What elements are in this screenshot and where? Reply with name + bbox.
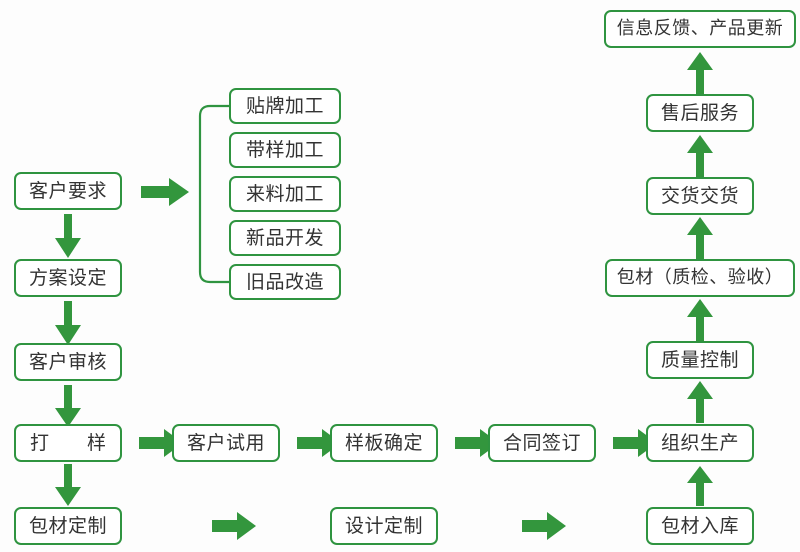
node-packaging-inspection-acceptance[interactable]: 包材（质检、验收） (605, 259, 795, 297)
node-delivery[interactable]: 交货交货 (646, 177, 754, 215)
node-sampling-char-2: 样 (86, 431, 106, 454)
node-customer-review[interactable]: 客户审核 (14, 343, 122, 381)
node-quality-control[interactable]: 质量控制 (646, 341, 754, 379)
arrow-down-plan-to-review (53, 301, 83, 347)
arrow-up-after-sales-to-feedback (685, 52, 715, 94)
node-sample-processing[interactable]: 带样加工 (229, 132, 341, 168)
node-sample-confirmation[interactable]: 样板确定 (330, 424, 438, 462)
arrow-up-warehousing-to-production (685, 466, 715, 506)
node-old-product-renovation[interactable]: 旧品改造 (229, 264, 341, 300)
arrow-up-production-to-quality-control (685, 381, 715, 423)
node-design-customization[interactable]: 设计定制 (330, 507, 438, 545)
arrow-up-delivery-to-after-sales (685, 135, 715, 177)
bracket-connector (198, 104, 238, 284)
node-feedback-product-update[interactable]: 信息反馈、产品更新 (604, 10, 796, 48)
node-plan-setting[interactable]: 方案设定 (14, 259, 122, 297)
node-contract-signing[interactable]: 合同签订 (488, 424, 596, 462)
node-packaging-customization[interactable]: 包材定制 (14, 507, 122, 545)
node-sampling-char-1: 打 (30, 431, 50, 454)
node-sampling[interactable]: 打 样 (14, 424, 122, 462)
arrow-down-requirement-to-plan (53, 214, 83, 260)
arrow-right-requirement-to-branch (141, 178, 191, 206)
node-customer-requirement[interactable]: 客户要求 (14, 172, 122, 210)
arrow-up-packaging-inspection-to-delivery (685, 217, 715, 259)
arrow-right-bottom-design-to-warehousing (522, 512, 568, 540)
node-customer-trial[interactable]: 客户试用 (172, 424, 280, 462)
node-material-processing[interactable]: 来料加工 (229, 176, 341, 212)
node-organize-production[interactable]: 组织生产 (646, 424, 754, 462)
arrow-right-bottom-packaging-to-design (212, 512, 258, 540)
node-after-sales-service[interactable]: 售后服务 (646, 94, 754, 132)
node-packaging-warehousing[interactable]: 包材入库 (646, 507, 754, 545)
arrow-down-review-to-sampling (53, 385, 83, 429)
node-oem-processing[interactable]: 贴牌加工 (229, 88, 341, 124)
node-new-product-development[interactable]: 新品开发 (229, 220, 341, 256)
arrow-down-sampling-to-packaging-customization (53, 464, 83, 508)
arrow-up-quality-control-to-packaging-inspection (685, 299, 715, 341)
